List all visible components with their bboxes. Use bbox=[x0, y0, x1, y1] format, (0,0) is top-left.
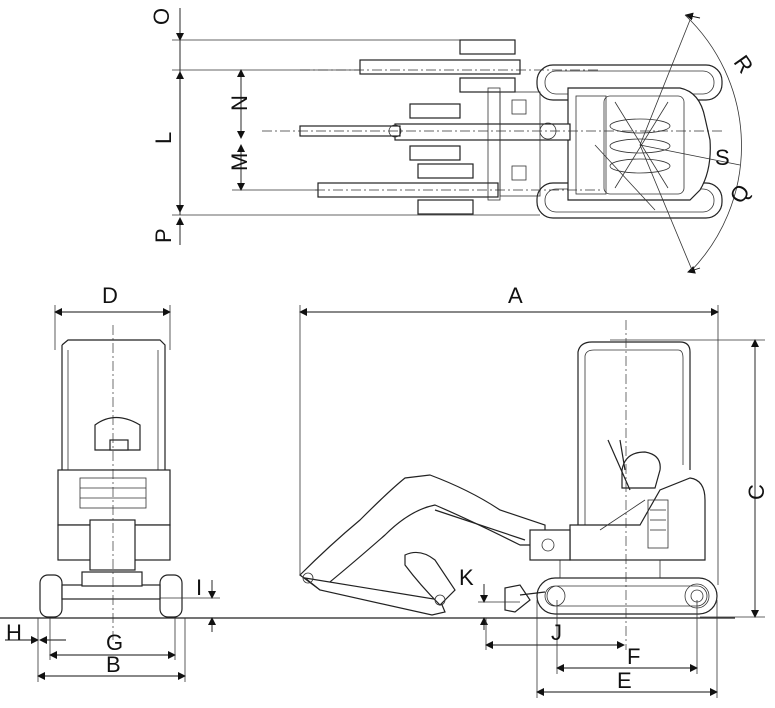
label-H: H bbox=[6, 620, 22, 645]
side-body bbox=[569, 477, 706, 561]
label-K: K bbox=[459, 565, 474, 590]
label-D: D bbox=[102, 283, 118, 308]
top-left-dimensions bbox=[172, 8, 540, 245]
label-Q: Q bbox=[725, 180, 755, 208]
label-A: A bbox=[508, 283, 523, 308]
label-E: E bbox=[617, 668, 632, 693]
label-C: C bbox=[744, 484, 769, 500]
label-O: O bbox=[149, 8, 174, 25]
front-seat bbox=[94, 416, 141, 451]
side-dozer-blade bbox=[504, 584, 531, 613]
label-R: R bbox=[729, 51, 759, 78]
side-arm bbox=[302, 577, 446, 616]
label-P: P bbox=[151, 228, 176, 243]
label-I: I bbox=[196, 575, 202, 600]
label-B: B bbox=[106, 652, 121, 677]
front-body bbox=[57, 469, 171, 526]
label-S: S bbox=[715, 145, 730, 170]
top-boom-upper bbox=[359, 59, 521, 75]
side-track bbox=[536, 577, 718, 615]
top-view bbox=[172, 8, 742, 274]
label-J: J bbox=[551, 620, 562, 645]
front-canopy bbox=[61, 339, 166, 470]
label-G: G bbox=[106, 630, 123, 655]
front-track-left bbox=[39, 574, 63, 618]
side-seat bbox=[621, 451, 661, 489]
label-L: L bbox=[151, 132, 176, 144]
side-bucket bbox=[404, 551, 456, 606]
side-canopy bbox=[577, 341, 691, 530]
label-M: M bbox=[227, 153, 252, 171]
label-F: F bbox=[627, 644, 640, 669]
front-track-right bbox=[159, 574, 183, 618]
front-view bbox=[0, 305, 230, 682]
side-view bbox=[230, 305, 765, 698]
label-N: N bbox=[227, 95, 252, 111]
top-upper-body bbox=[567, 87, 711, 201]
